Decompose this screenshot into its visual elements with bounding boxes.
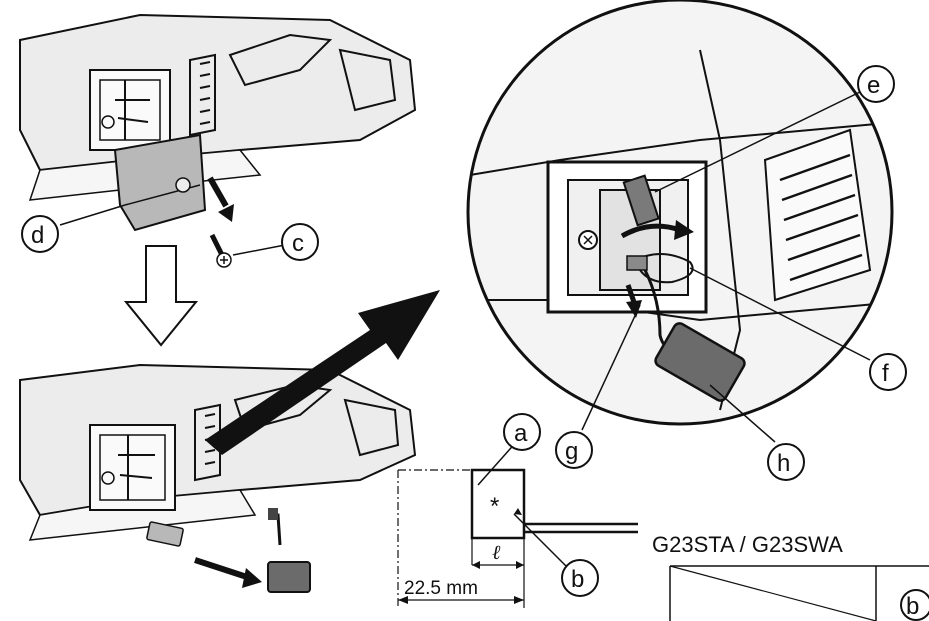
- step-arrow-down: [123, 245, 199, 347]
- callout-h: h: [767, 443, 805, 481]
- callout-f: f: [869, 353, 907, 391]
- callout-d: d: [21, 215, 59, 253]
- length-dimension: 22.5 mm: [404, 578, 478, 599]
- table-partial-callout: b: [906, 593, 919, 620]
- svg-text:d: d: [31, 222, 44, 249]
- svg-text:h: h: [777, 450, 790, 477]
- marker-symbol: *: [490, 493, 499, 520]
- svg-text:c: c: [292, 230, 304, 257]
- brush-table: G23STA / G23SWA b: [652, 532, 929, 621]
- svg-text:a: a: [514, 420, 528, 447]
- length-symbol: ℓ: [492, 542, 501, 564]
- callout-g: g: [555, 431, 593, 469]
- brush-dimension-sketch: [397, 439, 638, 608]
- zoom-arrow: [205, 290, 440, 455]
- callout-a: a: [503, 413, 541, 451]
- svg-text:f: f: [882, 360, 889, 387]
- top-tool-view: [19, 13, 417, 268]
- screw: [209, 233, 232, 268]
- magnified-view: [466, 0, 894, 443]
- callout-c: c: [281, 223, 319, 261]
- bottom-tool-view: [19, 363, 417, 593]
- svg-text:g: g: [565, 438, 578, 465]
- svg-text:e: e: [867, 72, 880, 99]
- table-model-heading: G23STA / G23SWA: [652, 532, 843, 557]
- callout-e: e: [857, 65, 895, 103]
- svg-text:b: b: [571, 566, 584, 593]
- callout-b: b: [561, 559, 599, 597]
